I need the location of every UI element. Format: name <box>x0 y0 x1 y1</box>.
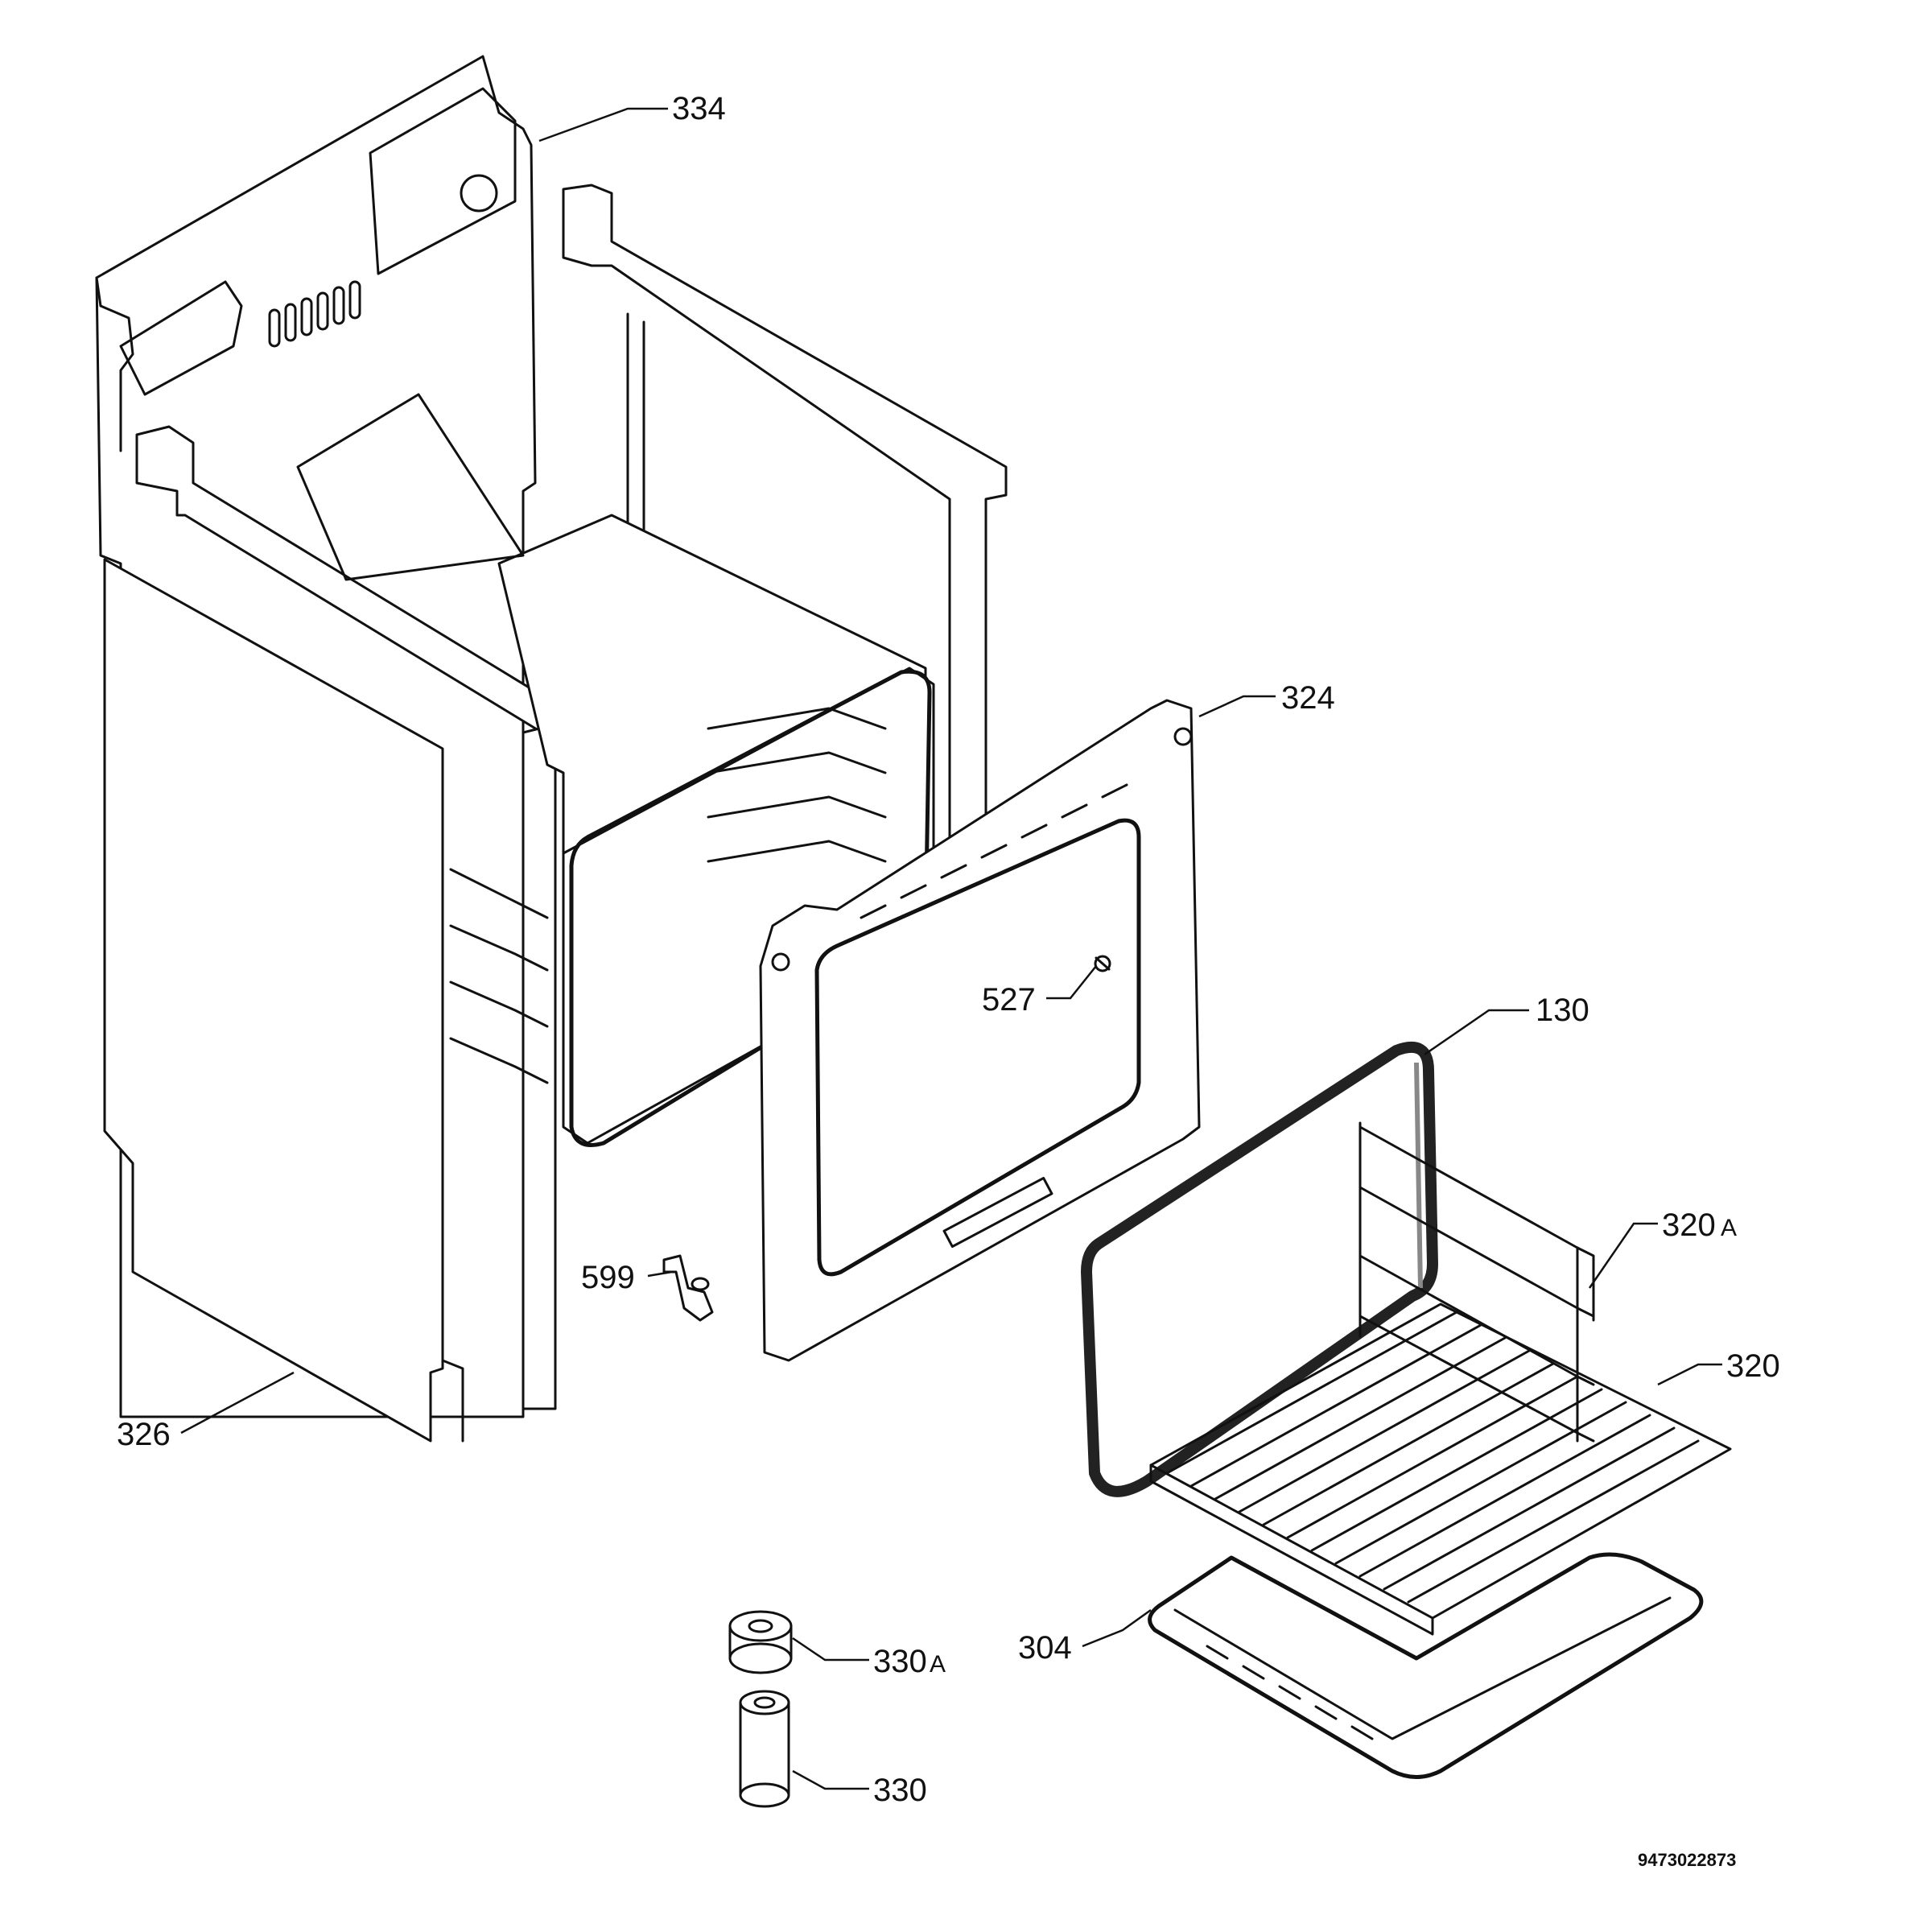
callout-527: 527 <box>982 982 1036 1018</box>
part-599-bracket <box>662 1254 714 1322</box>
callout-labels: 334 324 527 130 320 A 320 599 326 304 33… <box>117 91 1780 1808</box>
part-326-side-panel <box>103 558 464 1443</box>
callout-599: 599 <box>581 1260 635 1295</box>
tray-rim-holes <box>1206 1645 1374 1740</box>
part-320-wire-shelf <box>1149 1302 1732 1636</box>
part-330a-roller <box>728 1610 793 1674</box>
callout-330a: 330 <box>873 1644 927 1679</box>
callout-324: 324 <box>1281 680 1335 716</box>
cavity-shelf-ridges <box>707 707 887 863</box>
callout-130: 130 <box>1536 993 1589 1028</box>
callout-334: 334 <box>672 91 726 126</box>
part-304-baking-tray <box>1148 1552 1704 1779</box>
callout-320a: 320 <box>1662 1208 1716 1243</box>
callout-320: 320 <box>1726 1348 1780 1384</box>
document-number: 9473022873 <box>1638 1850 1736 1870</box>
callout-326: 326 <box>117 1417 171 1452</box>
part-324-door-frame <box>759 699 1201 1362</box>
shelf-wires <box>1165 1311 1700 1604</box>
callout-330a-suffix: A <box>930 1651 946 1678</box>
callout-320a-suffix: A <box>1721 1215 1737 1241</box>
door-frame-vent-slots <box>860 783 1128 919</box>
part-330-spacer <box>739 1690 790 1808</box>
leader-lines <box>180 107 1722 1790</box>
callout-330: 330 <box>873 1773 927 1808</box>
back-panel-vents <box>268 280 361 348</box>
callout-304: 304 <box>1018 1630 1072 1666</box>
part-527-screw <box>1094 955 1111 972</box>
side-runners <box>449 868 549 1084</box>
part-320a-side-rack <box>1358 1121 1595 1443</box>
